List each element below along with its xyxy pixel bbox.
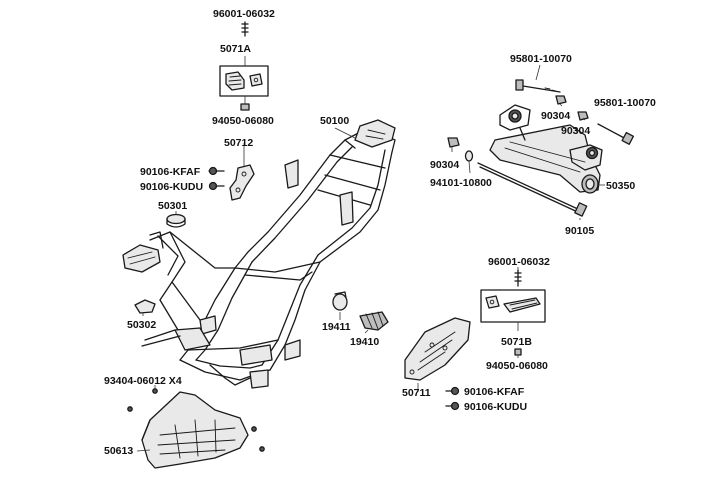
nut-94050-top: [240, 103, 250, 111]
bolt-90106-kfaf-bottom: [445, 386, 460, 396]
bolt-90106-kudu-top: [208, 181, 225, 191]
bracket-5071B: [480, 289, 546, 323]
washer-94101: [464, 150, 474, 162]
label-90106-kfaf-bottom: 90106-KFAF: [464, 386, 525, 398]
label-90304-left: 90304: [430, 159, 459, 171]
leader-lines: [136, 56, 605, 452]
label-93404: 93404-06012 X4: [104, 375, 182, 387]
label-50711: 50711: [402, 387, 431, 399]
label-19411: 19411: [322, 321, 351, 333]
label-90106-kfaf-top: 90106-KFAF: [140, 166, 201, 178]
label-95801-right: 95801-10070: [594, 97, 656, 109]
label-50613: 50613: [104, 445, 133, 457]
label-5071B: 5071B: [501, 336, 532, 348]
main-frame: [141, 119, 396, 389]
nut-90304-right: [577, 111, 589, 121]
label-5071A: 5071A: [220, 43, 251, 55]
label-19410: 19410: [350, 336, 379, 348]
label-95801-top: 95801-10070: [510, 53, 572, 65]
floor-panel-50613: [141, 391, 249, 469]
bracket-5071A: [219, 65, 269, 97]
nut-94050-bottom: [514, 348, 522, 356]
label-90106-kudu-top: 90106-KUDU: [140, 181, 203, 193]
hose-19410: [359, 311, 389, 331]
label-96001-top: 96001-06032: [213, 8, 275, 20]
label-50350: 50350: [606, 180, 635, 192]
bolt-90106-kudu-bottom: [445, 401, 460, 411]
part-labels: 96001-06032 5071A 94050-06080 50100 5071…: [104, 8, 656, 457]
label-90106-kudu-bottom: 90106-KUDU: [464, 401, 527, 413]
rubber-50302: [134, 299, 156, 314]
label-94050-top: 94050-06080: [212, 115, 274, 127]
label-90105: 90105: [565, 225, 594, 237]
bolt-95801-right: [597, 123, 635, 145]
bracket-50711: [404, 317, 471, 381]
bolt-95801-top: [515, 79, 561, 93]
label-94050-bottom: 94050-06080: [486, 360, 548, 372]
label-50302: 50302: [127, 319, 156, 331]
bracket-50712: [229, 164, 255, 201]
label-50712: 50712: [224, 137, 253, 149]
label-96001-bottom: 96001-06032: [488, 256, 550, 268]
bolt-90106-kfaf-top: [208, 166, 225, 176]
label-90304-right: 90304: [561, 125, 590, 137]
label-50100: 50100: [320, 115, 349, 127]
bolt-90105: [477, 162, 588, 217]
label-90304-mid: 90304: [541, 110, 570, 122]
nut-90304-mid: [555, 95, 567, 105]
bolt-96001-bottom: [514, 269, 522, 287]
engine-hanger-50350: [489, 104, 603, 194]
rubber-50301: [166, 213, 186, 228]
label-94101: 94101-10800: [430, 177, 492, 189]
nut-90304-left: [447, 137, 460, 148]
label-50301: 50301: [158, 200, 187, 212]
clamp-19411: [332, 291, 348, 311]
front-bracket-left: [122, 231, 164, 273]
bolt-96001-top: [241, 21, 249, 37]
